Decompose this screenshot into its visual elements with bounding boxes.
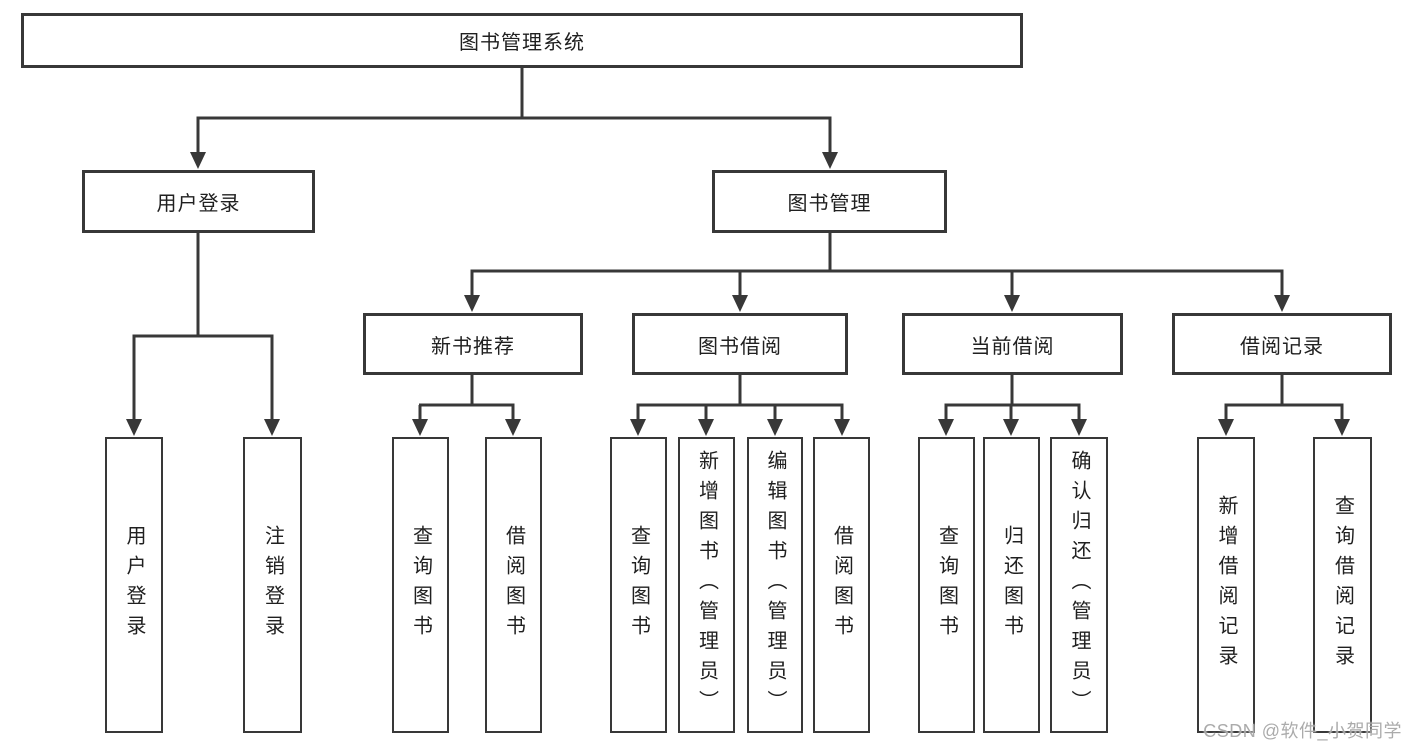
leaf-br-add-record: 新增借阅记录 [1197, 437, 1255, 733]
node-label: 图书借阅 [698, 335, 782, 358]
leaf-br-query-record: 查询借阅记录 [1313, 437, 1372, 733]
node-new-book-recommend: 新书推荐 [363, 313, 583, 375]
leaf-cb-return-books: 归还图书 [983, 437, 1040, 733]
leaf-bb-query-books: 查询图书 [610, 437, 667, 733]
node-label: 借阅记录 [1240, 335, 1324, 358]
connector-lines [132, 68, 1344, 421]
node-label: 编辑图书（管理员） [764, 450, 786, 720]
node-label: 归还图书 [1000, 525, 1023, 645]
node-book-borrow: 图书借阅 [632, 313, 848, 375]
node-label: 用户登录 [123, 525, 145, 645]
node-label: 新书推荐 [431, 335, 515, 358]
leaf-cb-query-books: 查询图书 [918, 437, 975, 733]
node-borrow-records: 借阅记录 [1172, 313, 1392, 375]
node-label: 新增借阅记录 [1215, 495, 1237, 675]
node-label: 查询图书 [409, 525, 432, 645]
leaf-bb-borrow-books: 借阅图书 [813, 437, 870, 733]
node-label: 借阅图书 [502, 525, 525, 645]
node-label: 当前借阅 [970, 335, 1055, 358]
node-root: 图书管理系统 [21, 13, 1023, 68]
node-label: 查询图书 [627, 525, 650, 645]
node-label: 图书管理系统 [459, 32, 585, 54]
node-user-login: 用户登录 [82, 170, 315, 233]
node-label: 新增图书（管理员） [695, 450, 718, 720]
node-label: 查询图书 [935, 525, 958, 645]
leaf-nr-query-books: 查询图书 [392, 437, 449, 733]
leaf-bb-edit-books-admin: 编辑图书（管理员） [747, 437, 803, 733]
csdn-watermark: CSDN @软件_小贺同学 [1203, 721, 1402, 741]
node-label: 图书管理 [787, 193, 872, 215]
node-current-borrow: 当前借阅 [902, 313, 1123, 375]
node-label: 查询借阅记录 [1331, 495, 1354, 675]
leaf-nr-borrow-books: 借阅图书 [485, 437, 542, 733]
leaf-user-login: 用户登录 [105, 437, 163, 733]
leaf-cb-confirm-return-admin: 确认归还（管理员） [1050, 437, 1108, 733]
leaf-bb-add-books-admin: 新增图书（管理员） [678, 437, 735, 733]
node-book-management: 图书管理 [712, 170, 947, 233]
node-label: 注销登录 [261, 525, 284, 645]
node-label: 借阅图书 [830, 525, 853, 645]
leaf-logout-login: 注销登录 [243, 437, 302, 733]
node-label: 确认归还（管理员） [1068, 450, 1090, 720]
node-label: 用户登录 [156, 193, 241, 215]
